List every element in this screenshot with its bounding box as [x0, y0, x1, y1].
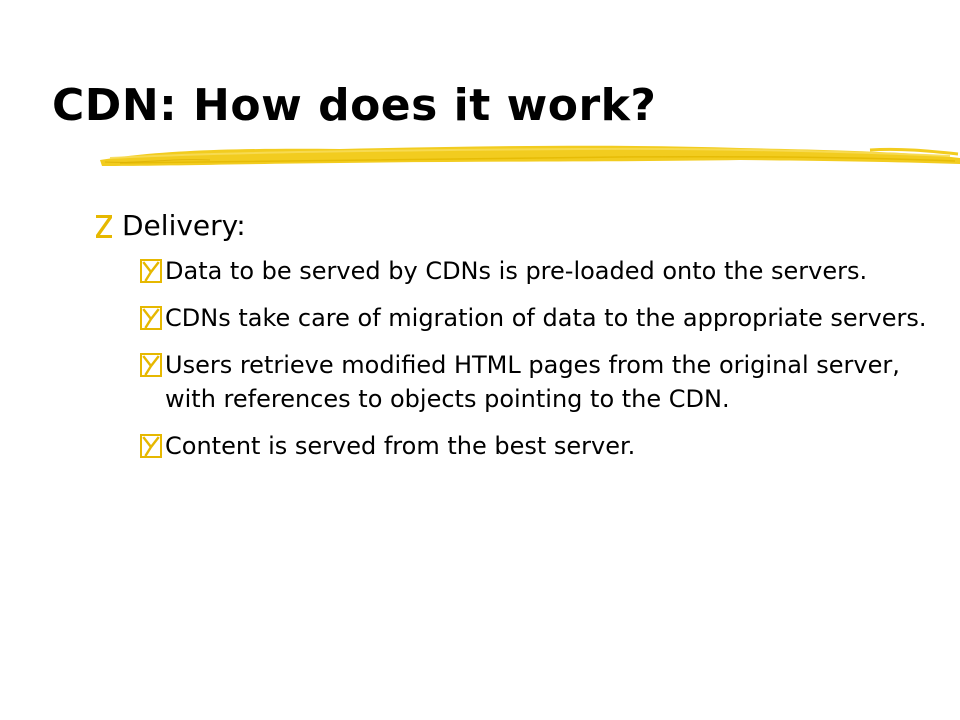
y-bullet-icon [140, 259, 162, 283]
sub-bullet-text: Data to be served by CDNs is pre-loaded … [165, 257, 868, 285]
slide-title: CDN: How does it work? [52, 80, 657, 131]
sub-bullet-text: CDNs take care of migration of data to t… [165, 304, 927, 332]
z-bullet-icon [92, 211, 116, 241]
y-bullet-icon [140, 353, 162, 377]
slide-content: Delivery: Data to be served by CDNs is p… [92, 206, 942, 476]
main-bullet-item: Delivery: [92, 206, 942, 246]
sub-bullet-text: Users retrieve modified HTML pages from … [165, 351, 900, 413]
sub-bullet-text: Content is served from the best server. [165, 432, 636, 460]
sub-bullet-item: Content is served from the best server. [140, 429, 942, 463]
main-bullet-text: Delivery: [122, 209, 246, 242]
sub-bullet-item: CDNs take care of migration of data to t… [140, 301, 942, 335]
sub-bullet-item: Users retrieve modified HTML pages from … [140, 348, 942, 416]
sub-bullet-item: Data to be served by CDNs is pre-loaded … [140, 254, 942, 288]
y-bullet-icon [140, 434, 162, 458]
title-underline-brushstroke [100, 145, 960, 166]
y-bullet-icon [140, 306, 162, 330]
